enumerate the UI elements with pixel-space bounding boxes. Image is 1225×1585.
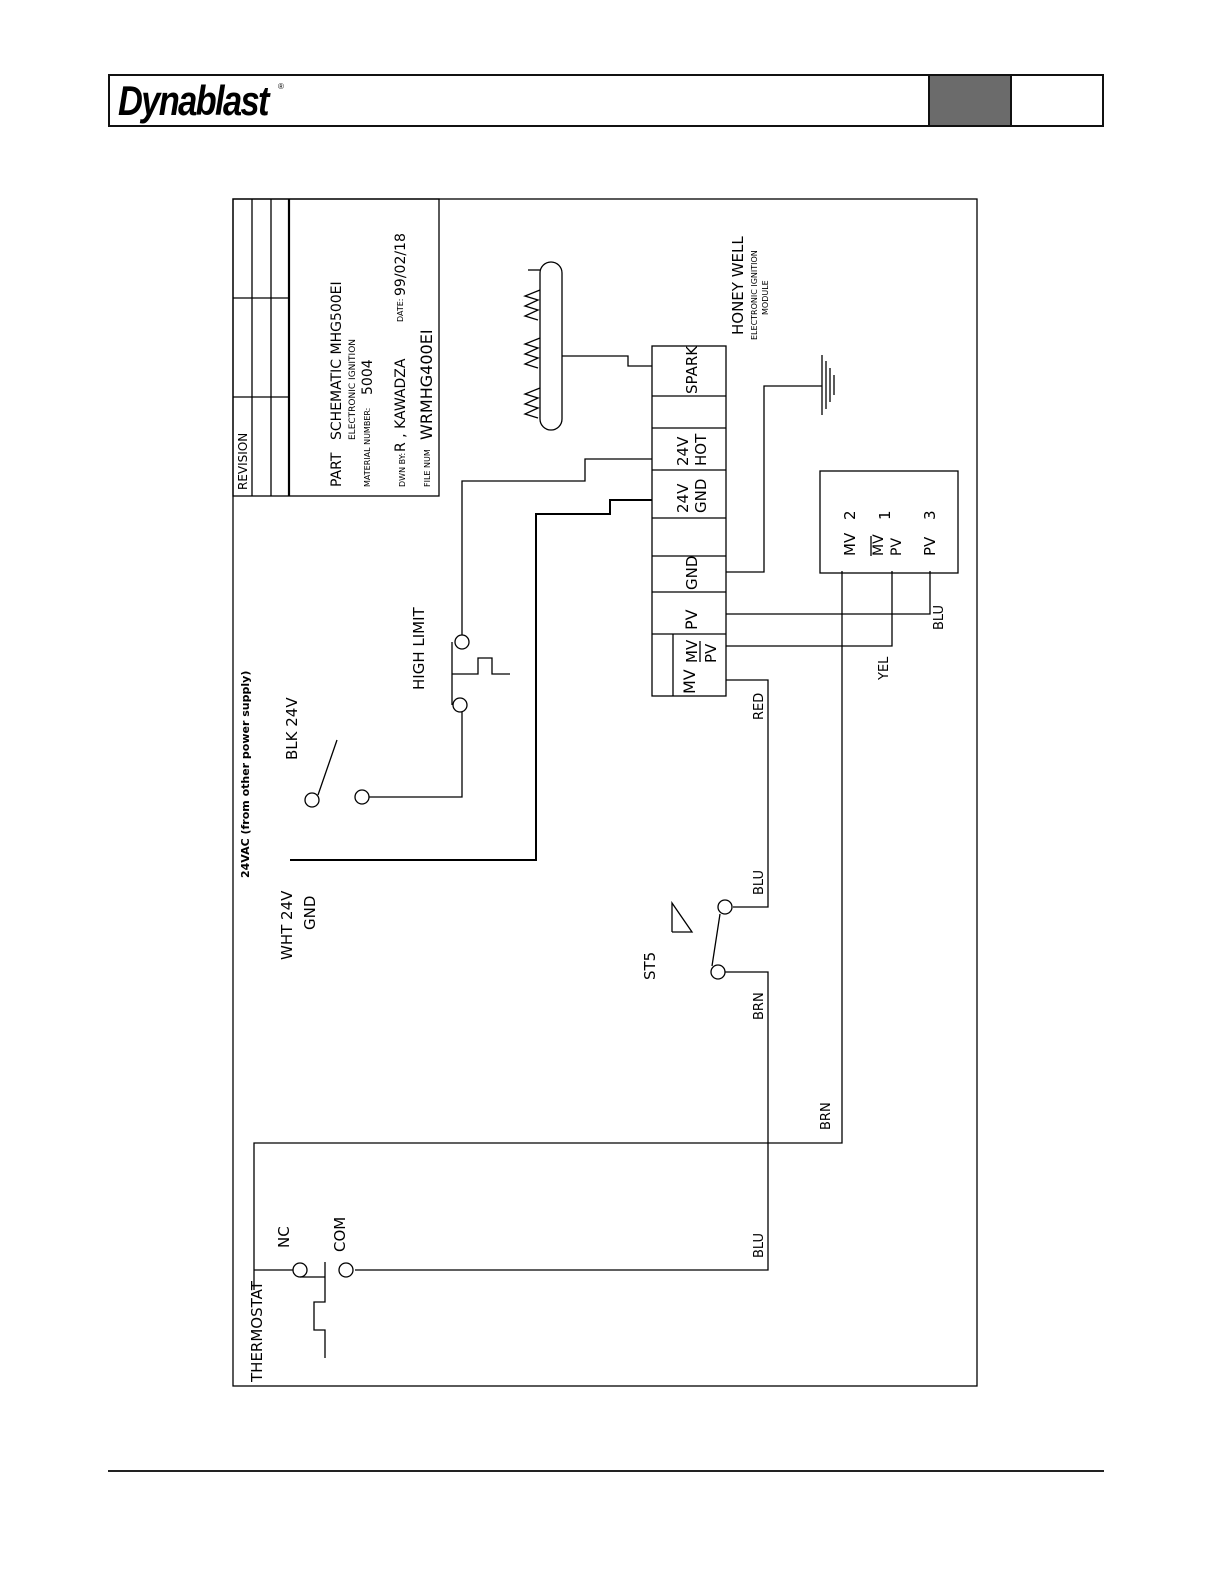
thermostat-symbol xyxy=(313,1262,326,1358)
switch-blade xyxy=(317,739,338,796)
blk-label: BLK 24V xyxy=(283,697,301,760)
terminal-24v-gnd-a: 24V xyxy=(674,483,692,513)
terminal-24v-gnd-b: GND xyxy=(692,479,710,513)
page-header: Dynablast ® xyxy=(108,74,1104,127)
valve-pv: PV xyxy=(921,536,939,556)
module-label-1: ELECTRONIC IGNITION xyxy=(750,250,759,340)
ground-icon xyxy=(821,355,835,415)
material-value: 5004 xyxy=(360,359,376,395)
wire-blu-com-label: BLU xyxy=(752,1233,767,1258)
ignition-module-block xyxy=(651,345,727,697)
terminal-mvpv-top: MV xyxy=(683,639,701,663)
wire-red xyxy=(726,679,769,908)
valve-mv: MV xyxy=(841,532,859,556)
wire-brn-st5-label: BRN xyxy=(752,992,767,1020)
st5-terminal-1 xyxy=(717,899,733,915)
honeywell-label: HONEY WELL xyxy=(729,236,747,335)
wire-red-label: RED xyxy=(752,693,767,720)
revision-label: REVISION xyxy=(236,433,250,490)
wire-brn-mv-label: BRN xyxy=(819,1102,834,1130)
material-label: MATERIAL NUMBER: xyxy=(363,408,372,487)
terminal-24v-hot-b: HOT xyxy=(692,433,710,466)
terminal-gnd: GND xyxy=(683,556,701,590)
st5-terminal-2 xyxy=(710,964,726,980)
file-value: WRMHG400EI xyxy=(417,329,436,440)
drawing-frame xyxy=(232,198,978,1387)
gnd-label: GND xyxy=(301,896,319,930)
wire-blu-st5-label: BLU xyxy=(752,870,767,895)
date-value: 99/02/18 xyxy=(393,233,409,296)
high-limit-label: HIGH LIMIT xyxy=(410,606,428,690)
wire-24v-gnd xyxy=(290,499,652,861)
valve-mvpv-top: MV xyxy=(871,534,887,556)
file-label: FILE NUM xyxy=(423,449,432,487)
drawn-by-value: R , KAWADZA xyxy=(393,358,409,452)
header-gray-block xyxy=(928,76,1012,125)
date-label: DATE: xyxy=(396,298,405,322)
wire-mv-brn xyxy=(253,571,843,1290)
part-subtitle: ELECTRONIC IGNITION xyxy=(348,339,358,440)
wht-label: WHT 24V xyxy=(278,890,296,960)
nc-label: NC xyxy=(275,1226,293,1248)
wire-mvpv-yel xyxy=(726,571,893,647)
terminal-24v-hot-a: 24V xyxy=(674,436,692,466)
high-limit-terminal-1 xyxy=(452,697,468,713)
module-label-2: MODULE xyxy=(761,280,770,315)
title-block xyxy=(232,198,440,497)
st5-label: ST5 xyxy=(641,952,659,980)
dynablast-logo: Dynablast xyxy=(118,77,269,124)
terminal-mv: MV xyxy=(680,669,699,694)
valve-mvpv-bottom: PV xyxy=(889,538,905,556)
wire-yel-label: YEL xyxy=(877,656,892,681)
part-value: SCHEMATIC MHG500EI xyxy=(329,281,345,440)
thermostat-label: THERMOSTAT xyxy=(248,1280,266,1383)
valve-mvpv-number: 1 xyxy=(876,510,894,520)
terminal-mvpv-bottom: PV xyxy=(702,643,720,663)
valve-pv-number: 3 xyxy=(921,510,939,520)
registered-mark: ® xyxy=(278,82,284,91)
part-label: PART xyxy=(329,452,345,487)
com-label: COM xyxy=(331,1217,349,1252)
high-limit-symbol xyxy=(452,657,510,675)
wire-blu-pv-label: BLU xyxy=(932,605,947,630)
ground-wire xyxy=(726,385,822,573)
thermostat-nc-terminal xyxy=(292,1262,308,1278)
wire-brn-blu xyxy=(355,971,769,1271)
drawn-by-label: DWN BY: xyxy=(398,453,407,487)
wire-pv-blu xyxy=(726,571,931,615)
terminal-pv: PV xyxy=(682,609,701,630)
gas-valve-block xyxy=(819,470,959,574)
supply-label: 24VAC (from other power supply) xyxy=(239,671,252,878)
thermostat-com-terminal xyxy=(338,1262,354,1278)
burner-assembly xyxy=(523,261,563,431)
valve-mv-number: 2 xyxy=(841,510,859,520)
terminal-spark: SPARK xyxy=(683,345,701,394)
footer-rule xyxy=(108,1470,1104,1472)
high-limit-terminal-2 xyxy=(454,634,470,650)
st5-symbol xyxy=(671,900,694,933)
